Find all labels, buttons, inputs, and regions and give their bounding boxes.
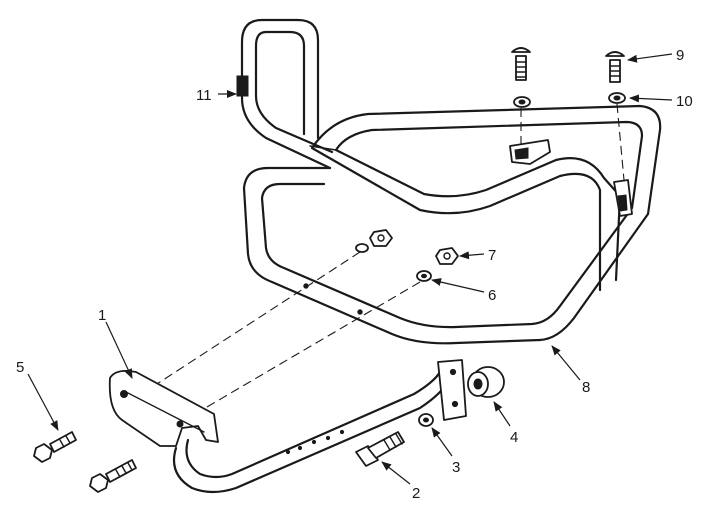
front-bracket <box>108 369 219 447</box>
callout-1: 1 <box>98 307 106 324</box>
lock-washer-top-right <box>608 92 626 104</box>
lower-tube-bar <box>172 370 450 494</box>
callout-2: 2 <box>412 485 420 502</box>
alignment-lines <box>119 103 625 425</box>
callout-10: 10 <box>676 93 693 110</box>
callout-8: 8 <box>582 379 590 396</box>
carriage-bolt-top-right <box>605 51 625 83</box>
leader-lines <box>27 53 673 485</box>
nut-lower <box>435 247 459 265</box>
hex-bolt-upper <box>33 431 77 463</box>
nut-upper <box>369 229 393 247</box>
shoulder-bolt <box>355 431 405 467</box>
hex-bolt-lower <box>89 459 137 493</box>
rubber-bumper <box>467 366 505 398</box>
callout-11: 11 <box>196 87 212 104</box>
handle-loop <box>236 18 334 170</box>
carriage-bolt-top-left <box>511 47 531 81</box>
callout-4: 4 <box>510 429 518 446</box>
callout-9: 9 <box>676 47 684 64</box>
side-clip <box>613 179 633 217</box>
callout-5: 5 <box>16 359 24 376</box>
callout-7: 7 <box>488 247 496 264</box>
lock-washer-top-left <box>513 96 531 108</box>
callout-3: 3 <box>452 459 460 476</box>
upper-bracket <box>509 139 551 165</box>
frame-hole-right <box>357 309 363 315</box>
handle-clip <box>236 75 249 97</box>
bumper-frame <box>242 104 662 345</box>
callout-6: 6 <box>488 287 496 304</box>
washer-upper <box>355 243 369 253</box>
washer-lower <box>416 270 432 282</box>
end-plate <box>437 359 467 421</box>
lock-washer-lower <box>418 413 434 427</box>
